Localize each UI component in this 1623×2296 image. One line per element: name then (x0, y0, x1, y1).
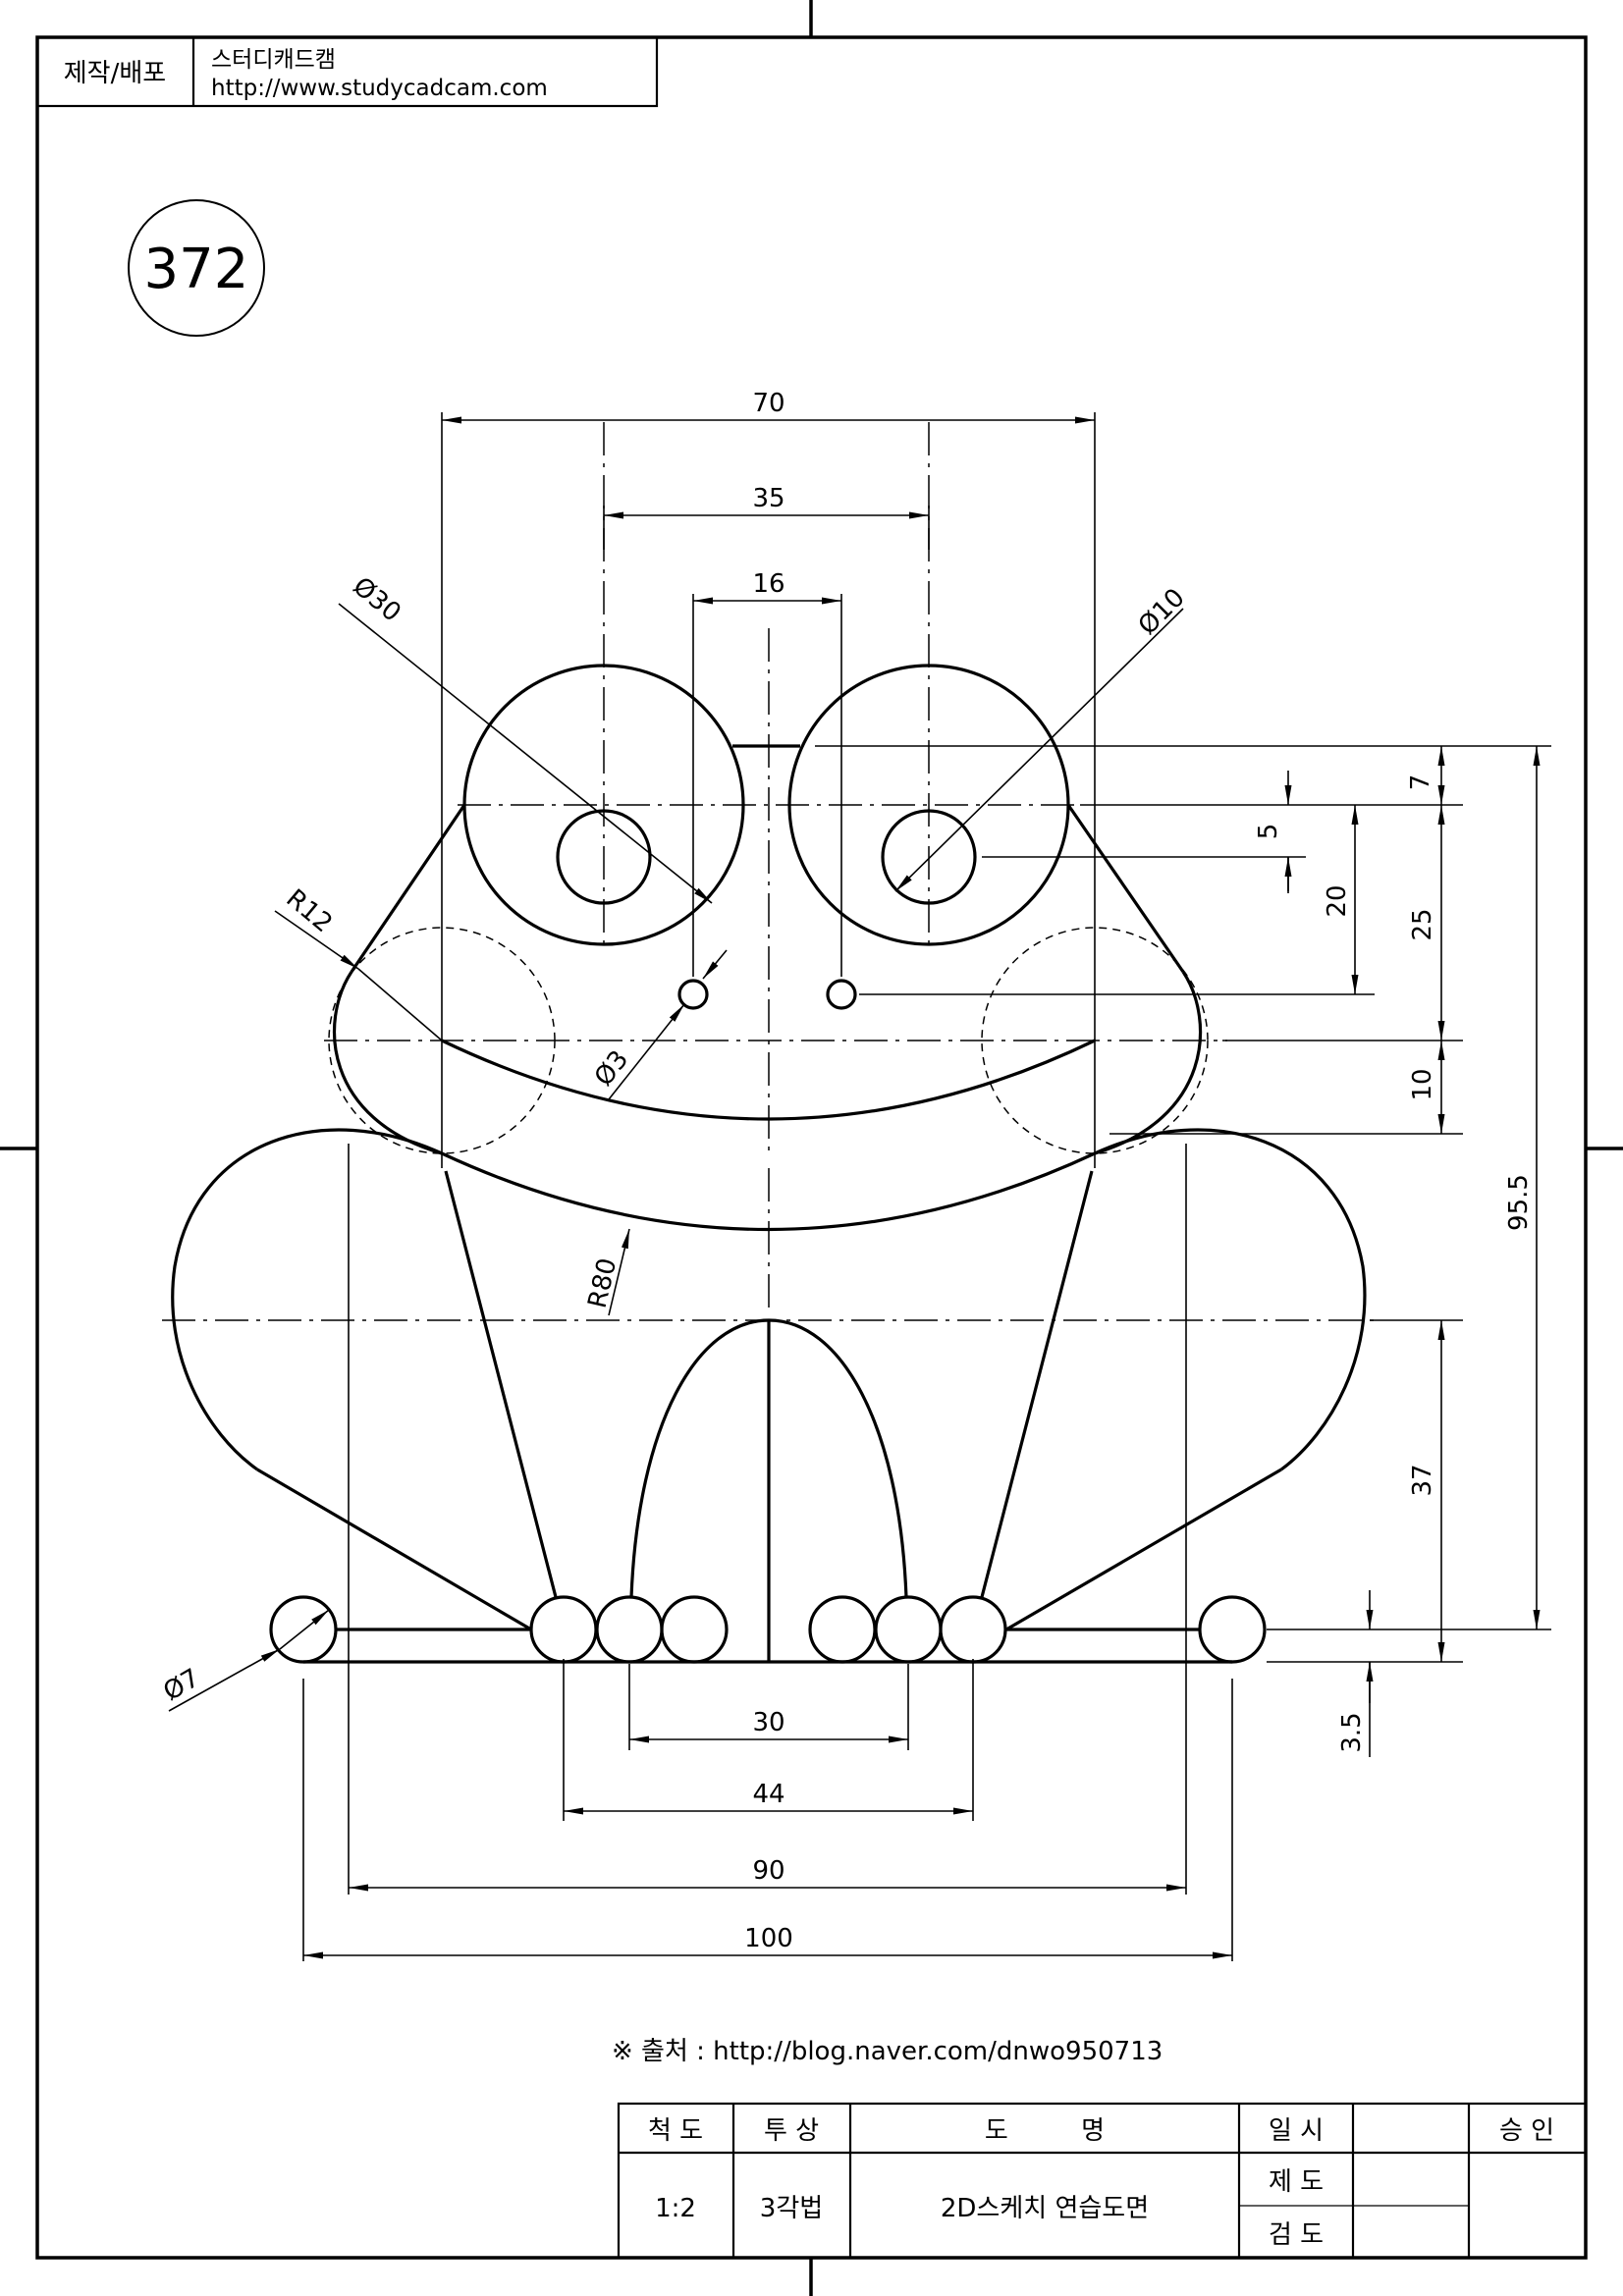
title-scale-value: 1:2 (655, 2194, 696, 2223)
dim-25: 25 (1408, 908, 1437, 940)
title-checked-label: 검 도 (1269, 2220, 1324, 2250)
dim-3-5: 3.5 (1337, 1712, 1367, 1752)
extension-lines (302, 412, 1551, 1961)
title-projection-value: 3각법 (760, 2194, 823, 2223)
centerlines (162, 422, 1375, 1321)
drawing-number-badge: 372 (128, 199, 265, 337)
dim-r80: R80 (583, 1255, 623, 1311)
dim-dia7: Ø7 (159, 1664, 205, 1707)
dim-5: 5 (1254, 824, 1283, 840)
title-name-label: 도 명 (985, 2116, 1105, 2146)
source-note: ※ 출처 : http://blog.naver.com/dnwo950713 (612, 2037, 1163, 2066)
org-url: http://www.studycadcam.com (211, 76, 548, 101)
dim-44: 44 (752, 1780, 784, 1809)
dim-10: 10 (1408, 1068, 1437, 1100)
title-projection-label: 투 상 (764, 2116, 819, 2146)
drawing-number: 372 (144, 238, 249, 301)
dim-95-5: 95.5 (1504, 1174, 1534, 1231)
dim-90: 90 (752, 1856, 784, 1886)
title-scale-label: 척 도 (648, 2116, 703, 2146)
dim-16: 16 (752, 569, 784, 599)
dim-100: 100 (744, 1924, 793, 1953)
title-block: 척 도 투 상 도 명 일 시 승 인 1:2 3각법 2D스케치 연습도면 제… (617, 2102, 1588, 2260)
dim-70: 70 (752, 389, 784, 418)
dim-30: 30 (752, 1708, 784, 1737)
org-name: 스터디캐드캠 (211, 47, 336, 73)
title-approve-label: 승 인 (1499, 2116, 1554, 2146)
dimension-texts: 70 35 16 Ø30 Ø10 R12 Ø3 R80 Ø7 7 5 20 25… (159, 389, 1535, 1953)
dim-dia3: Ø3 (589, 1045, 634, 1093)
dim-35: 35 (752, 484, 784, 513)
title-drawn-label: 제 도 (1269, 2167, 1324, 2197)
dim-7: 7 (1406, 774, 1435, 791)
dim-r12: R12 (281, 883, 338, 938)
frog-outline (171, 664, 1367, 1664)
header-box: 제작/배포 스터디캐드캠 http://www.studycadcam.com (35, 35, 659, 108)
dim-20: 20 (1323, 884, 1352, 917)
hidden-cheek-circles (328, 927, 1209, 1154)
header-cell-label: 제작/배포 (64, 59, 166, 88)
title-name-value: 2D스케치 연습도면 (941, 2194, 1149, 2223)
dimension-lines (168, 416, 1541, 1959)
dim-dia10: Ø10 (1133, 583, 1191, 641)
dim-dia30: Ø30 (348, 571, 406, 627)
title-date-label: 일 시 (1269, 2116, 1324, 2146)
dim-37: 37 (1408, 1464, 1437, 1496)
